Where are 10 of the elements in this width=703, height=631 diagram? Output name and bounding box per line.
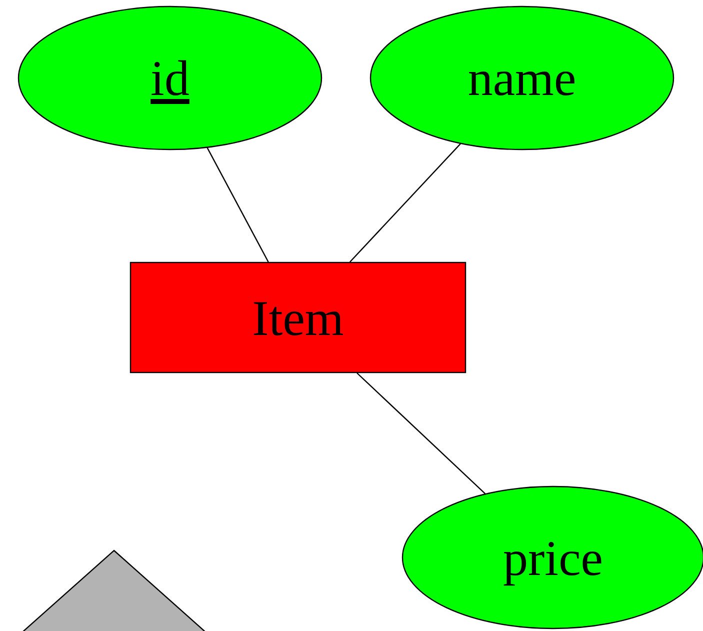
attribute-label: name: [468, 49, 576, 107]
entity-label: Item: [252, 288, 344, 346]
entity-box: [130, 262, 466, 373]
attribute-ellipse: [18, 6, 322, 150]
connector-line: [356, 372, 486, 494]
attribute-label: price: [503, 528, 603, 586]
key-attribute-label: id: [150, 49, 190, 107]
connector-line: [206, 148, 269, 262]
connector-line: [349, 143, 461, 262]
attribute-ellipse: [370, 6, 674, 150]
